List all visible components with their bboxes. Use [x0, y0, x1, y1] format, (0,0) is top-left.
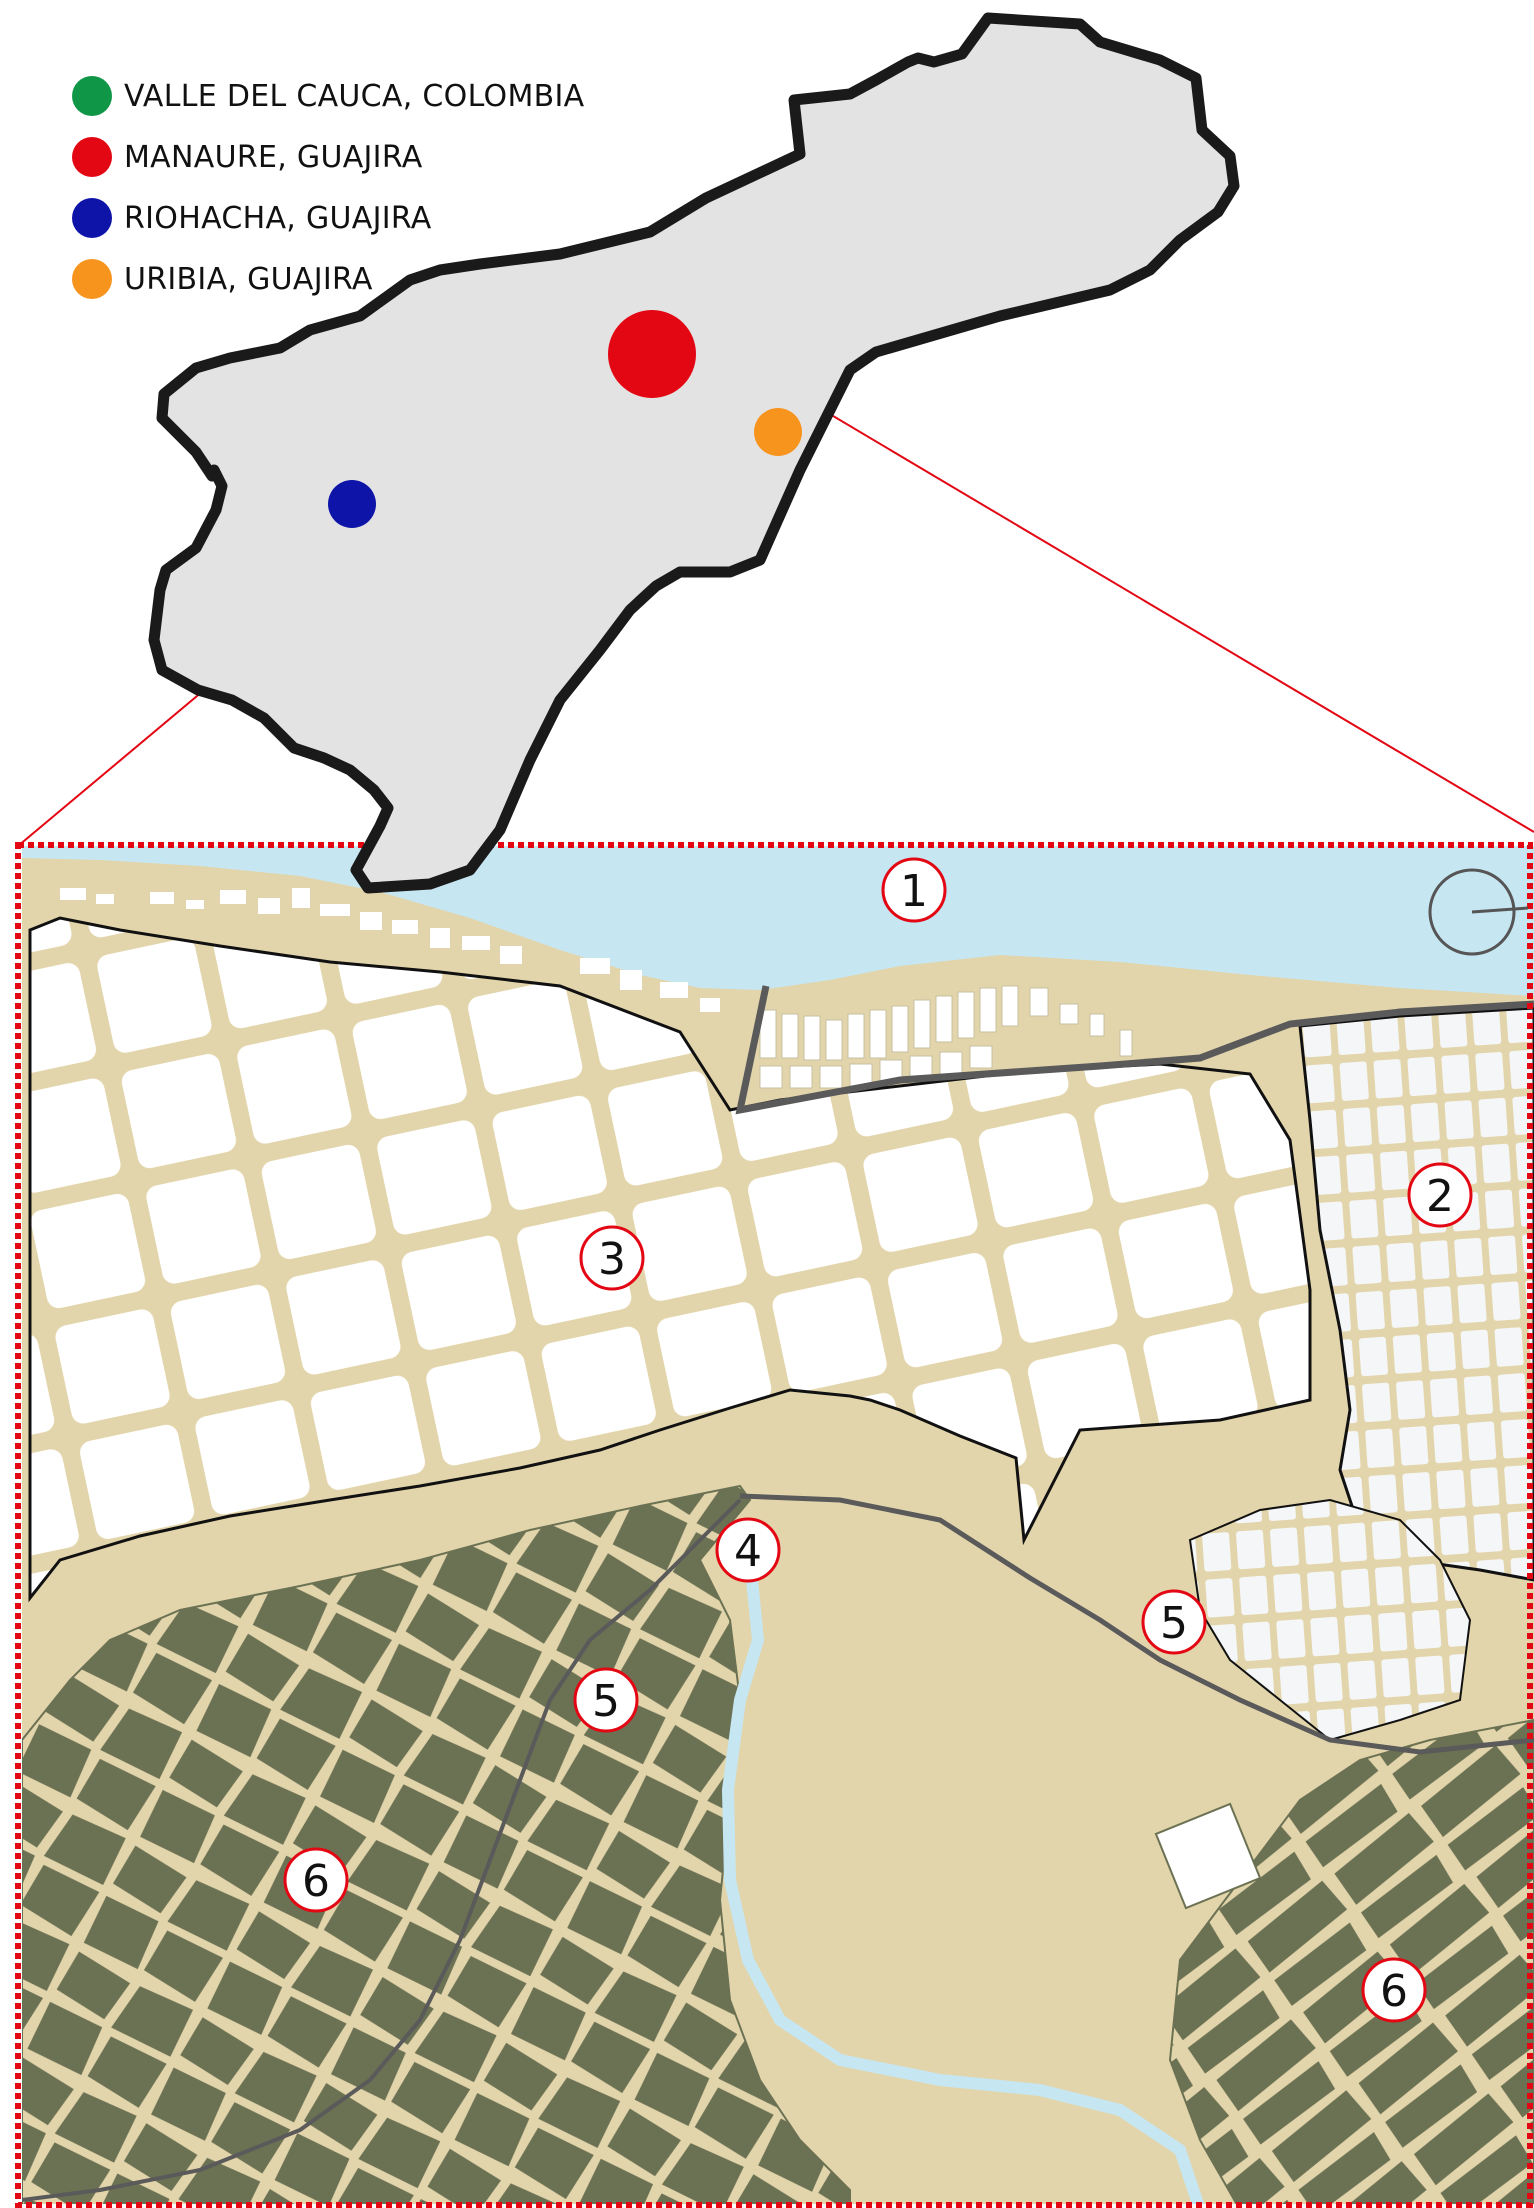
square-lot: [1154, 1802, 1262, 1910]
coastal-buildings: [60, 888, 720, 1012]
legend: VALLE DEL CAUCA, COLOMBIA MANAURE, GUAJI…: [72, 76, 584, 320]
town-blocks: [759, 985, 1133, 1089]
riohacha-marker[interactable]: [328, 480, 376, 528]
zone-5-right-label: 5: [1160, 1598, 1188, 1649]
guajira-region: [148, 12, 1240, 894]
legend-label: VALLE DEL CAUCA, COLOMBIA: [124, 78, 585, 114]
zone-6-left-label: 6: [302, 1856, 330, 1907]
legend-dot-icon: [72, 198, 112, 238]
secondary-road: [22, 1498, 742, 2202]
vegetation-left: [22, 1484, 851, 2204]
zone-2-label: 2: [1426, 1171, 1454, 1222]
legend-label: URIBIA, GUAJIRA: [124, 261, 373, 297]
zone-3-label: 3: [598, 1234, 626, 1285]
legend-dot-icon: [72, 259, 112, 299]
legend-item-riohacha[interactable]: RIOHACHA, GUAJIRA: [72, 198, 584, 238]
zone-3-marker: 3: [579, 1225, 645, 1291]
salt-ponds-5: [1188, 1498, 1472, 1742]
river: [721, 1579, 1205, 2204]
zone-1-marker: 1: [881, 857, 947, 923]
town-boundary-road: [735, 985, 1534, 1115]
zone-6-left-marker: 6: [283, 1847, 349, 1913]
zone-6-right-label: 6: [1380, 1966, 1408, 2017]
zone-5-left-marker: 5: [573, 1667, 639, 1733]
zone-5-left-label: 5: [592, 1676, 620, 1727]
legend-dot-icon: [72, 76, 112, 116]
zone-1-label: 1: [900, 866, 928, 917]
legend-label: MANAURE, GUAJIRA: [124, 139, 423, 175]
legend-item-manaure[interactable]: MANAURE, GUAJIRA: [72, 137, 584, 177]
main-road: [739, 1493, 1534, 1755]
zone-6-right-marker: 6: [1361, 1957, 1427, 2023]
legend-label: RIOHACHA, GUAJIRA: [124, 200, 432, 236]
vegetation-right: [1168, 1718, 1534, 2204]
north-arrow-icon: [1428, 868, 1529, 956]
zone-5-right-marker: 5: [1141, 1589, 1207, 1655]
detail-frame: [15, 842, 1533, 2208]
zone-4-label: 4: [734, 1526, 762, 1577]
legend-dot-icon: [72, 137, 112, 177]
zone-4-marker: 4: [715, 1517, 781, 1583]
legend-item-uribia[interactable]: URIBIA, GUAJIRA: [72, 259, 584, 299]
legend-item-valle-del-cauca[interactable]: VALLE DEL CAUCA, COLOMBIA: [72, 76, 584, 116]
manaure-marker[interactable]: [608, 310, 696, 398]
salt-ponds-3: [28, 916, 1312, 1603]
uribia-marker[interactable]: [754, 408, 802, 456]
detail-map: [22, 846, 1534, 2204]
zone-2-marker: 2: [1407, 1162, 1473, 1228]
